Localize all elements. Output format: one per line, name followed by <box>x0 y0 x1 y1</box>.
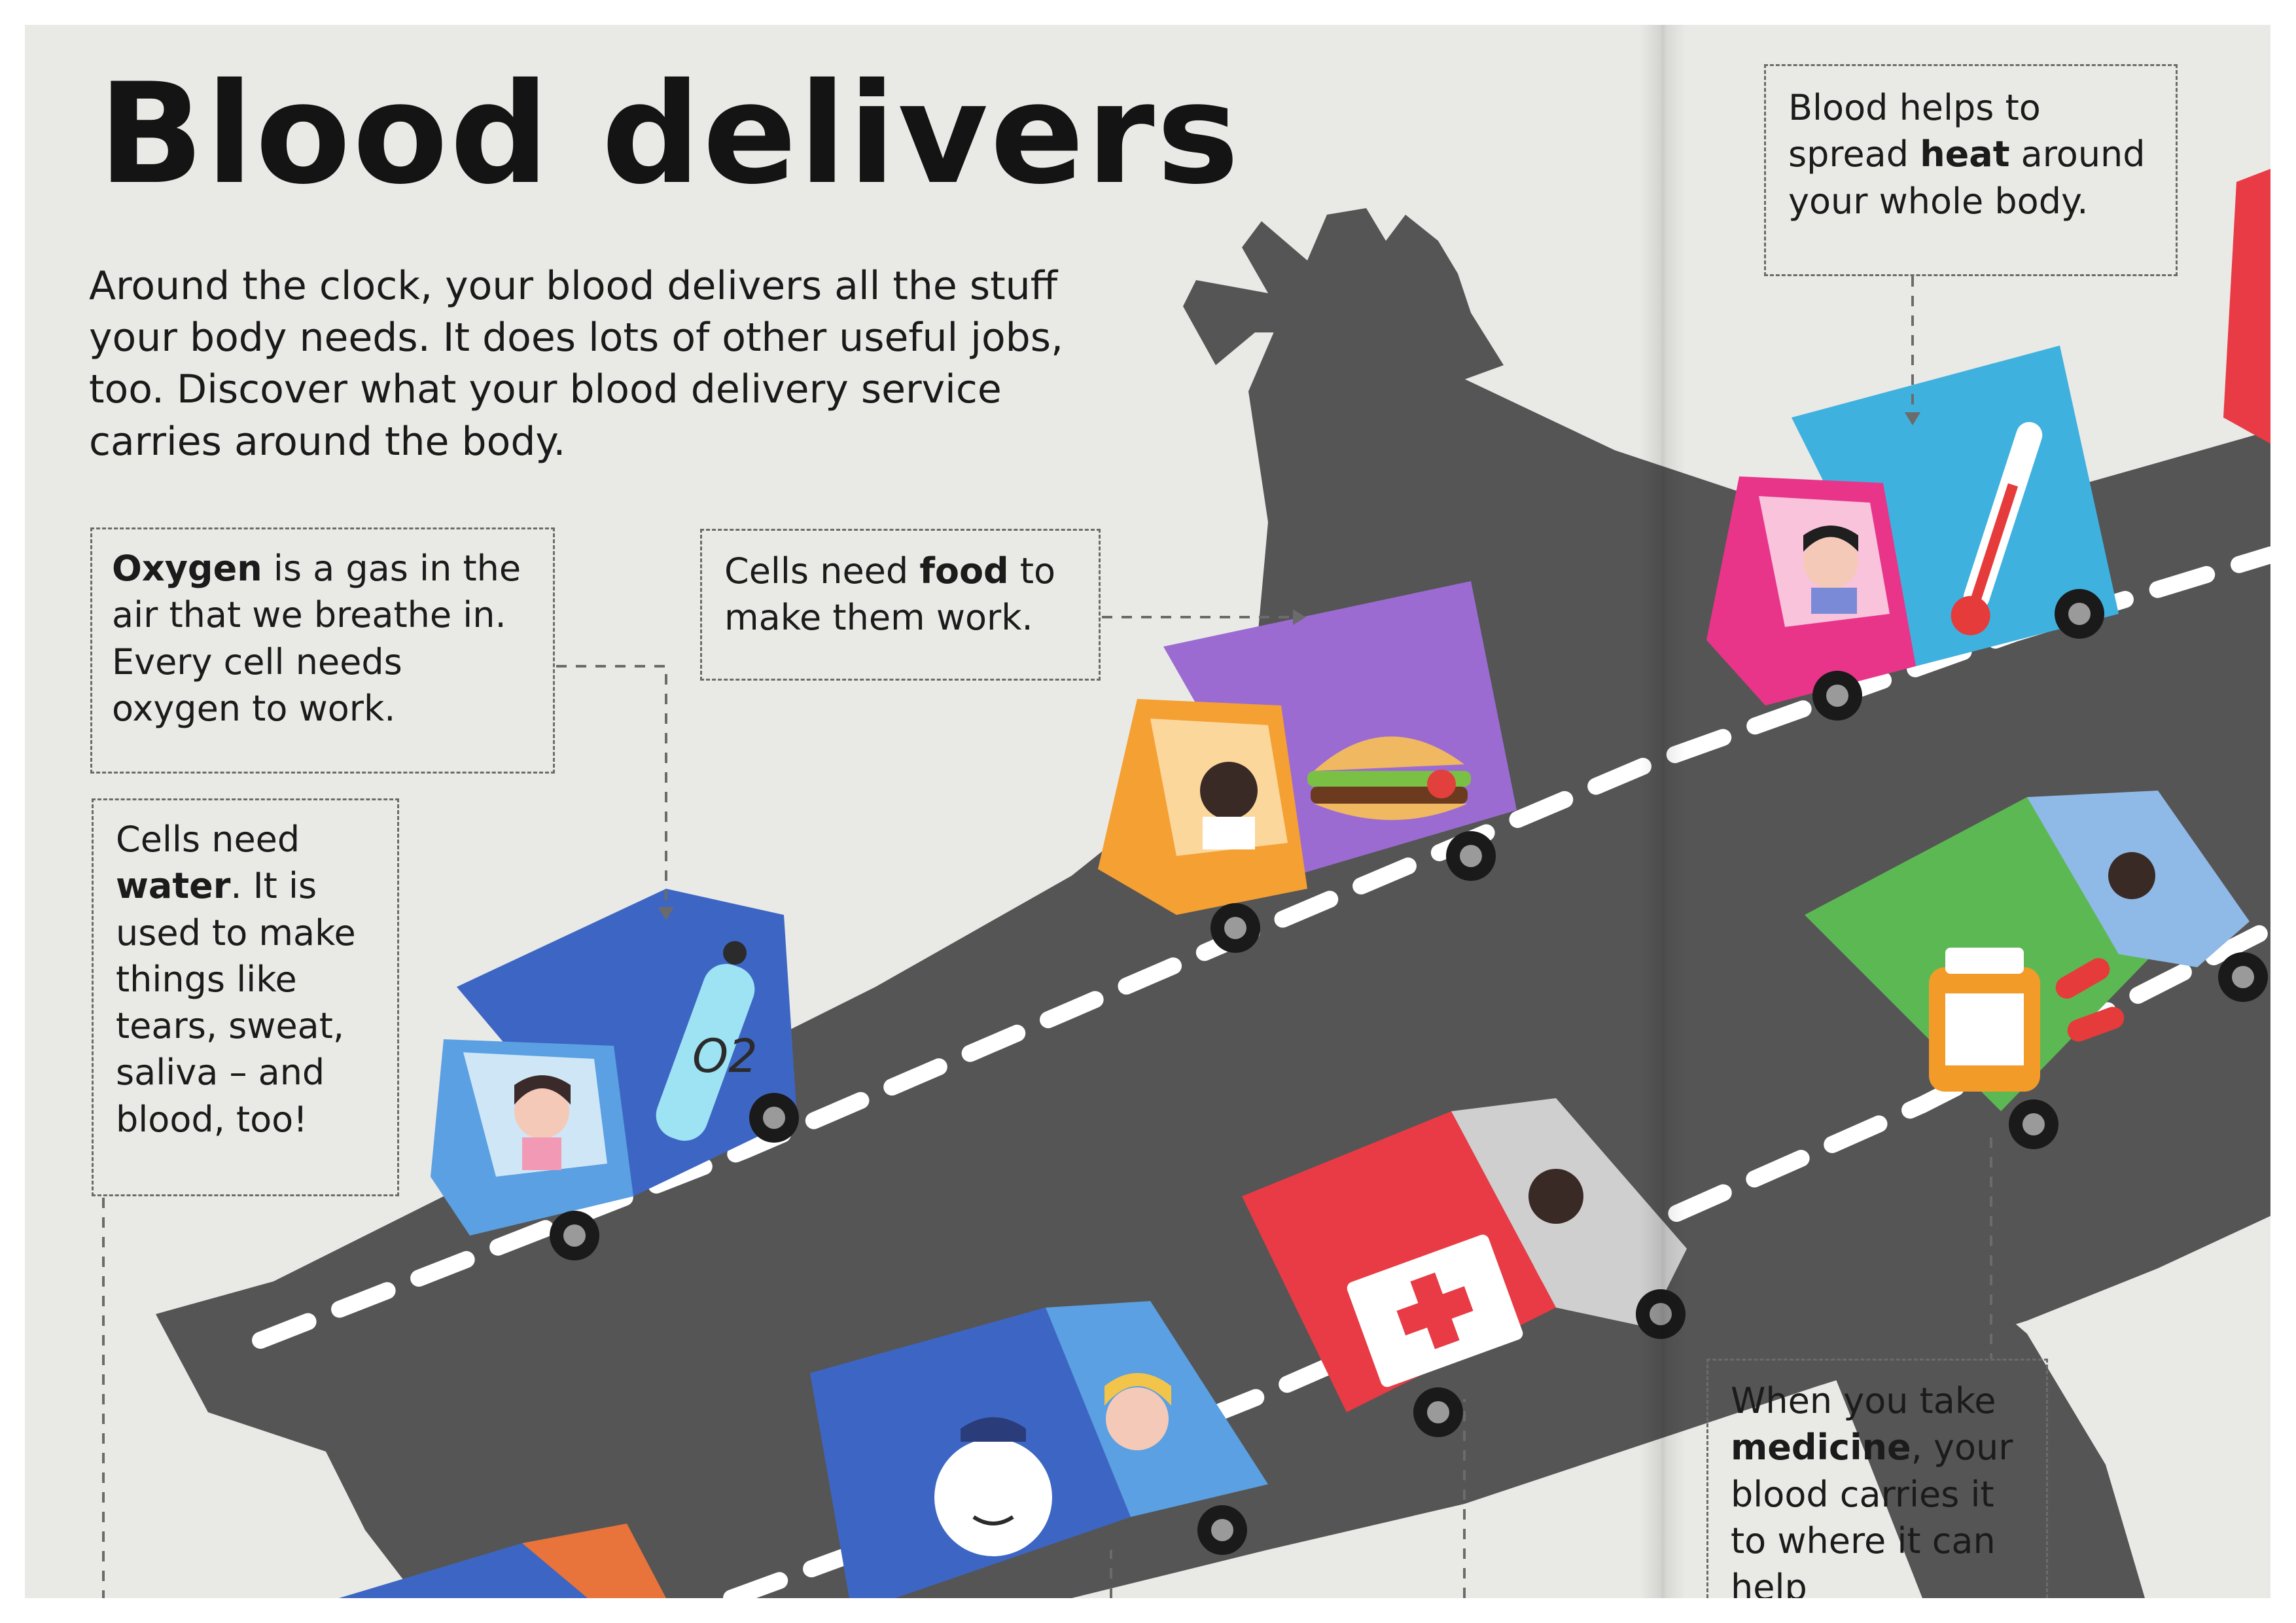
oxygen-callout: Oxygen is a gas in the air that we breat… <box>90 527 555 774</box>
heat-text-post: around your whole body. <box>1788 134 2146 222</box>
food-callout: Cells need food to make them work. <box>700 529 1101 681</box>
edge-trucks <box>339 169 2270 1598</box>
heat-keyword: heat <box>1920 134 2010 175</box>
food-text-pre: Cells need <box>724 550 920 592</box>
oxygen-truck: O2 <box>431 889 799 1260</box>
first-aid-kit-icon <box>1347 1234 1523 1387</box>
medicine-keyword: medicine <box>1731 1427 1911 1469</box>
white-blood-cell-truck <box>810 1301 1268 1598</box>
illustration: O2 <box>102 169 2270 1598</box>
medicine-callout: When you take medicine, your blood carri… <box>1706 1359 2048 1598</box>
water-keyword: water <box>116 865 231 907</box>
medicine-text-pre: When you take <box>1731 1380 1996 1421</box>
medicine-text-post: , your blood carries it to where it can … <box>1731 1427 2013 1598</box>
food-truck <box>1098 581 1517 953</box>
oxygen-keyword: Oxygen <box>112 548 262 589</box>
food-text-post: to make them work. <box>724 550 1056 639</box>
intro-text: Around the clock, your blood delivers al… <box>89 263 1064 465</box>
medicine-icon <box>1929 948 2125 1092</box>
connector-arrows <box>658 412 1920 920</box>
connector-lines <box>102 276 1992 1598</box>
heat-truck <box>1706 346 2119 721</box>
heat-text-pre: Blood helps to spread <box>1788 87 2041 175</box>
oxygen-text: is a gas in the air that we breathe in. … <box>112 548 521 729</box>
book-gutter <box>1640 25 1686 1598</box>
water-callout: Cells need water. It is used to make thi… <box>92 798 399 1196</box>
book-spread: O2 <box>25 25 2270 1598</box>
oxygen-tank-icon: O2 <box>656 941 758 1141</box>
heat-callout: Blood helps to spread heat around your w… <box>1764 64 2178 276</box>
white-blood-cell-icon <box>934 1417 1052 1556</box>
food-keyword: food <box>919 550 1009 592</box>
page-title: Blood delivers <box>98 53 1241 215</box>
burger-icon <box>1307 736 1471 820</box>
water-text-pre: Cells need <box>116 819 300 860</box>
thermometer-icon <box>1951 421 2043 635</box>
medicine-truck <box>1805 791 2268 1149</box>
first-aid-truck <box>1242 1098 1687 1437</box>
svg-text:O2: O2 <box>692 1029 758 1083</box>
water-text-post: . It is used to make things like tears, … <box>116 865 356 1140</box>
